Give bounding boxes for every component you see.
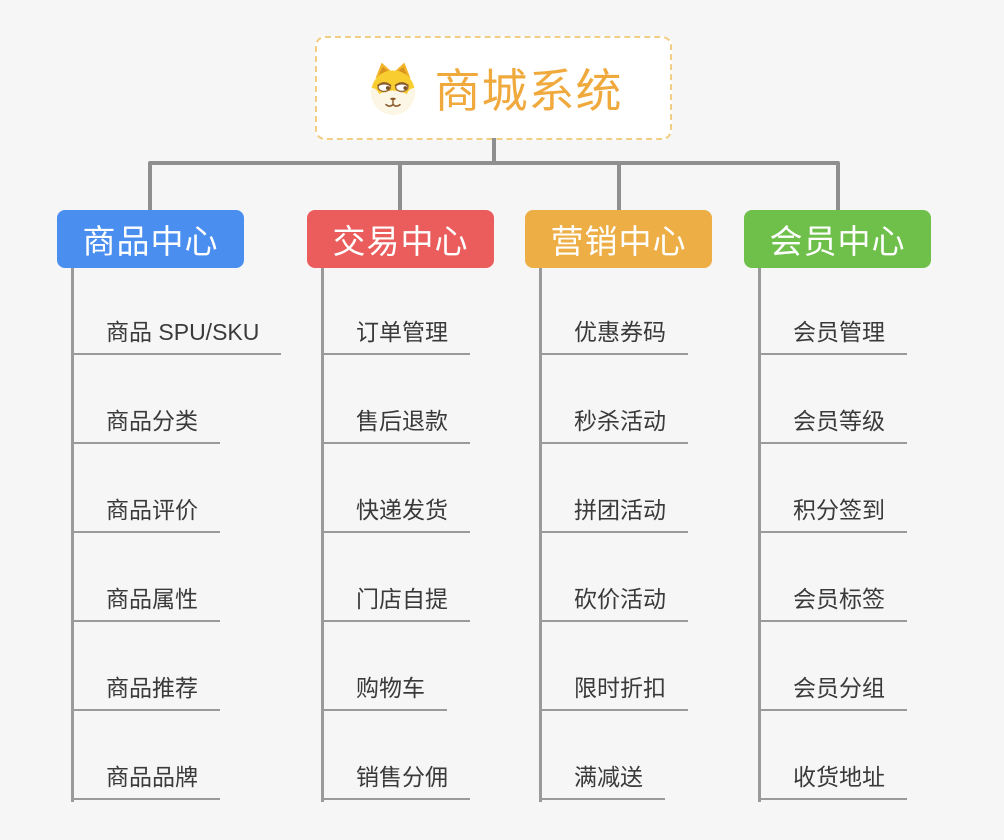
leaf-node[interactable]: 商品 SPU/SKU	[71, 317, 282, 355]
leaf-node[interactable]: 售后退款	[321, 406, 470, 444]
leaf-node[interactable]: 会员标签	[758, 584, 907, 622]
leaf-node[interactable]: 砍价活动	[539, 584, 688, 622]
dog-face-icon	[370, 62, 415, 115]
branch-trunk	[321, 268, 324, 802]
leaf-node[interactable]: 拼团活动	[539, 495, 688, 533]
branch-column-product: 商品中心 商品 SPU/SKU 商品分类 商品评价 商品属性 商品推荐 商品品牌	[57, 210, 317, 810]
leaf-node[interactable]: 会员等级	[758, 406, 907, 444]
root-node[interactable]: 商城系统	[315, 36, 672, 140]
leaf-node[interactable]: 满减送	[539, 762, 665, 800]
branch-node-marketing[interactable]: 营销中心	[525, 210, 712, 268]
leaf-node[interactable]: 收货地址	[758, 762, 907, 800]
connector-root-stem	[492, 138, 496, 164]
connector-drop-member	[836, 163, 840, 210]
leaf-node[interactable]: 门店自提	[321, 584, 470, 622]
branch-node-product[interactable]: 商品中心	[57, 210, 244, 268]
branch-column-marketing: 营销中心 优惠券码 秒杀活动 拼团活动 砍价活动 限时折扣 满减送	[525, 210, 785, 810]
leaf-node[interactable]: 商品分类	[71, 406, 220, 444]
connector-drop-trade	[398, 163, 402, 210]
leaf-node[interactable]: 会员管理	[758, 317, 907, 355]
branch-trunk	[539, 268, 542, 802]
leaf-node[interactable]: 销售分佣	[321, 762, 470, 800]
leaf-node[interactable]: 商品评价	[71, 495, 220, 533]
connector-drop-marketing	[617, 163, 621, 210]
branch-column-trade: 交易中心 订单管理 售后退款 快递发货 门店自提 购物车 销售分佣	[307, 210, 567, 810]
branch-node-member[interactable]: 会员中心	[744, 210, 931, 268]
leaf-node[interactable]: 快递发货	[321, 495, 470, 533]
connector-drop-product	[148, 163, 152, 210]
leaf-node[interactable]: 限时折扣	[539, 673, 688, 711]
connector-bus	[148, 161, 840, 165]
leaf-node[interactable]: 商品推荐	[71, 673, 220, 711]
leaf-node[interactable]: 会员分组	[758, 673, 907, 711]
branch-node-trade[interactable]: 交易中心	[307, 210, 494, 268]
leaf-node[interactable]: 商品属性	[71, 584, 220, 622]
branch-trunk	[71, 268, 74, 802]
branch-column-member: 会员中心 会员管理 会员等级 积分签到 会员标签 会员分组 收货地址	[744, 210, 1004, 810]
branch-trunk	[758, 268, 761, 802]
leaf-node[interactable]: 优惠券码	[539, 317, 688, 355]
leaf-node[interactable]: 购物车	[321, 673, 447, 711]
leaf-node[interactable]: 订单管理	[321, 317, 470, 355]
root-title: 商城系统	[434, 65, 623, 117]
leaf-node[interactable]: 商品品牌	[71, 762, 220, 800]
leaf-node[interactable]: 秒杀活动	[539, 406, 688, 444]
leaf-node[interactable]: 积分签到	[758, 495, 907, 533]
